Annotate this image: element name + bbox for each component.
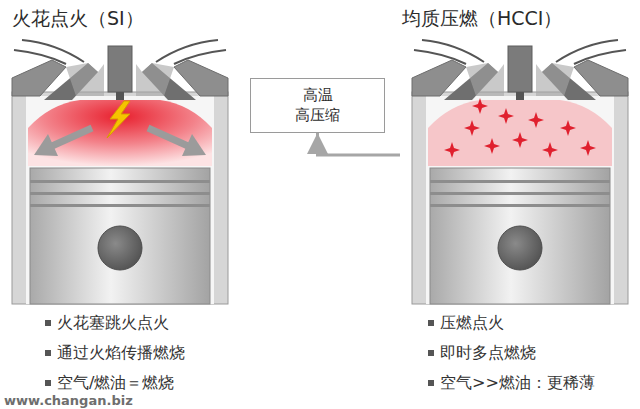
cylinder-piston: [412, 40, 628, 304]
bullet-square: [428, 320, 434, 326]
watermark-text: www.changan.biz: [4, 393, 133, 409]
engine-panel: 均质压燃（HCCI）: [400, 0, 640, 305]
engine-title: 火花点火（SI）: [12, 6, 240, 31]
bullet-square: [45, 350, 51, 356]
flame-arrow: [52, 128, 92, 146]
ignition-star: [484, 138, 500, 154]
bullet-text: 空气/燃油＝燃烧: [57, 373, 174, 392]
ignition-star: [528, 112, 544, 128]
mixture-zone: [428, 100, 612, 166]
flame-arrow: [34, 134, 58, 156]
ignition-star: [444, 142, 460, 158]
watermark: www.changan.biz: [4, 393, 133, 409]
flame-zone: [28, 100, 212, 166]
bullet-item: 压燃点火: [428, 313, 504, 332]
flow-arrow: [318, 133, 401, 155]
ignition-star: [580, 140, 596, 156]
ignition-star: [498, 108, 514, 124]
cylinder-piston: [12, 40, 228, 304]
bullet-square: [428, 380, 434, 386]
bullet-text: 即时多点燃烧: [440, 343, 536, 362]
bullet-square: [45, 320, 51, 326]
bullet-text: 压燃点火: [440, 313, 504, 332]
si-engine: [12, 40, 228, 304]
engine-title: 均质压燃（HCCI）: [402, 6, 640, 31]
bullet-text: 通过火焰传播燃烧: [57, 343, 185, 362]
bullet-item: 通过火焰传播燃烧: [45, 343, 185, 362]
bullet-square: [45, 380, 51, 386]
spark-bolt: [107, 101, 130, 138]
ignition-star: [512, 132, 528, 148]
bullet-item: 空气>>燃油：更稀薄: [428, 373, 595, 392]
ignition-star: [560, 120, 576, 136]
ignition-star: [542, 142, 558, 158]
flame-arrow: [148, 128, 188, 146]
bullet-text: 空气>>燃油：更稀薄: [440, 373, 595, 392]
engine-panel: 火花点火（SI）: [0, 0, 240, 305]
ignition-star: [472, 98, 488, 114]
hcci-engine: [412, 40, 628, 304]
bullet-item: 火花塞跳火点火: [45, 313, 169, 332]
ignition-star: [464, 120, 480, 136]
bullet-text: 火花塞跳火点火: [57, 313, 169, 332]
bullet-item: 空气/燃油＝燃烧: [45, 373, 174, 392]
bullet-item: 即时多点燃烧: [428, 343, 536, 362]
condition-box: 高温 高压缩: [250, 78, 385, 133]
bullet-square: [428, 350, 434, 356]
box-text: 高温 高压缩: [294, 86, 342, 125]
flame-arrow: [182, 134, 206, 156]
